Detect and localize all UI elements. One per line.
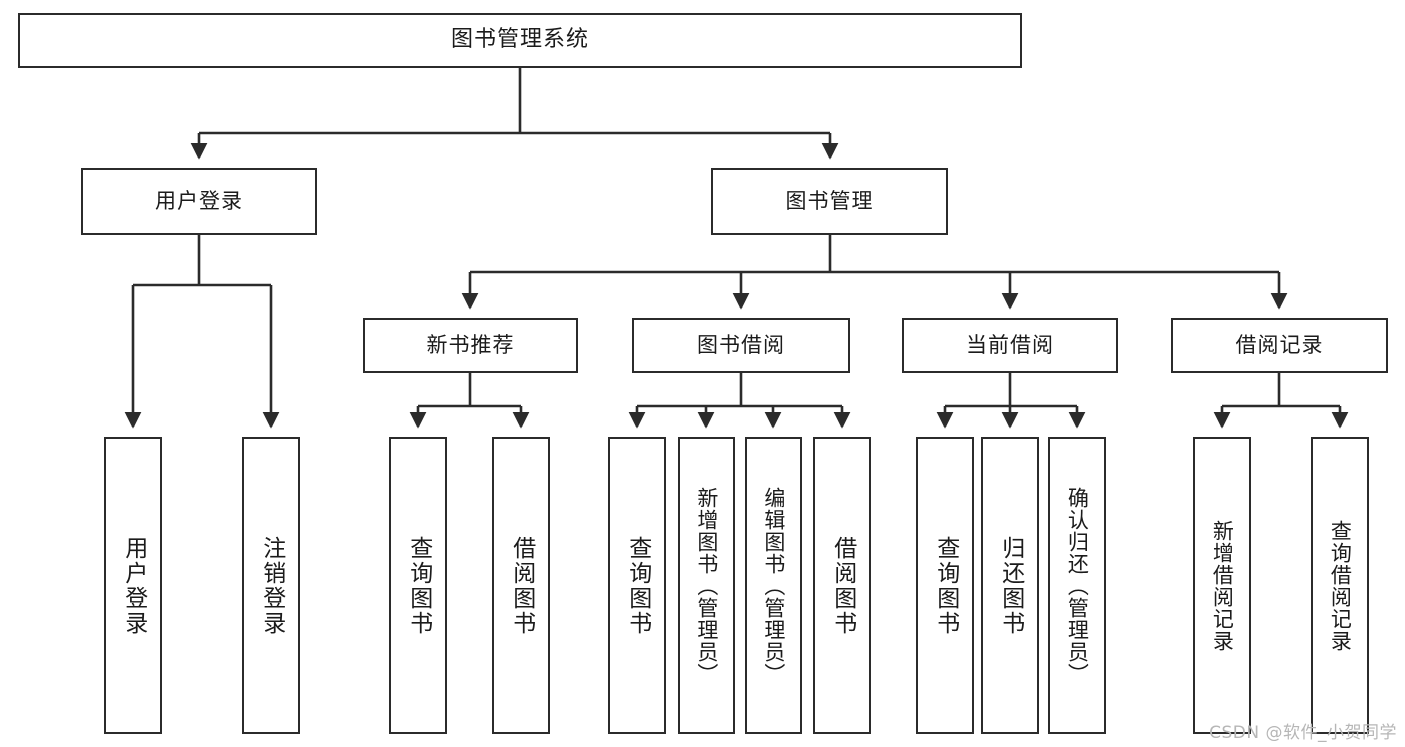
node-root-system[interactable]: 图书管理系统 — [18, 13, 1022, 68]
leaf-new-book-borrow[interactable]: 借阅图书 — [492, 437, 550, 734]
leaf-record-query-record[interactable]: 查询借阅记录 — [1311, 437, 1369, 734]
node-label: 借阅图书 — [508, 535, 535, 636]
node-label: 注销登录 — [258, 535, 285, 636]
leaf-borrow-add-book-admin[interactable]: 新增图书（管理员） — [678, 437, 735, 734]
node-label: 新增图书（管理员） — [694, 486, 719, 685]
leaf-record-add-record[interactable]: 新增借阅记录 — [1193, 437, 1251, 734]
watermark-text: CSDN @软件_小贺同学 — [1209, 723, 1397, 743]
node-book-borrow[interactable]: 图书借阅 — [632, 318, 850, 373]
node-label: 归还图书 — [997, 535, 1024, 636]
leaf-current-return-book[interactable]: 归还图书 — [981, 437, 1039, 734]
node-label: 借阅记录 — [1235, 332, 1324, 357]
node-new-book-recommend[interactable]: 新书推荐 — [363, 318, 578, 373]
node-current-borrow[interactable]: 当前借阅 — [902, 318, 1118, 373]
leaf-new-book-query[interactable]: 查询图书 — [389, 437, 447, 734]
node-user-login[interactable]: 用户登录 — [81, 168, 317, 235]
leaf-current-query-book[interactable]: 查询图书 — [916, 437, 974, 734]
node-label: 查询图书 — [932, 535, 959, 636]
node-label: 用户登录 — [155, 188, 243, 213]
node-label: 编辑图书（管理员） — [761, 486, 786, 685]
leaf-borrow-borrow-book[interactable]: 借阅图书 — [813, 437, 871, 734]
node-label: 用户登录 — [120, 535, 147, 636]
node-label: 新增借阅记录 — [1210, 519, 1235, 652]
node-book-management[interactable]: 图书管理 — [711, 168, 948, 235]
leaf-borrow-edit-book-admin[interactable]: 编辑图书（管理员） — [745, 437, 802, 734]
node-label: 查询图书 — [405, 535, 432, 636]
node-label: 借阅图书 — [829, 535, 856, 636]
node-label: 确认归还（管理员） — [1065, 486, 1090, 685]
node-label: 查询借阅记录 — [1328, 519, 1353, 652]
leaf-current-confirm-return-admin[interactable]: 确认归还（管理员） — [1048, 437, 1106, 734]
node-label: 查询图书 — [624, 535, 651, 636]
node-label: 新书推荐 — [426, 332, 515, 357]
node-label: 当前借阅 — [966, 332, 1054, 357]
node-label: 图书借阅 — [697, 332, 785, 357]
node-borrow-record[interactable]: 借阅记录 — [1171, 318, 1388, 373]
node-label: 图书管理 — [785, 188, 874, 213]
node-label: 图书管理系统 — [450, 27, 589, 53]
leaf-user-login-logout[interactable]: 注销登录 — [242, 437, 300, 734]
leaf-user-login-login[interactable]: 用户登录 — [104, 437, 162, 734]
leaf-borrow-query-book[interactable]: 查询图书 — [608, 437, 666, 734]
